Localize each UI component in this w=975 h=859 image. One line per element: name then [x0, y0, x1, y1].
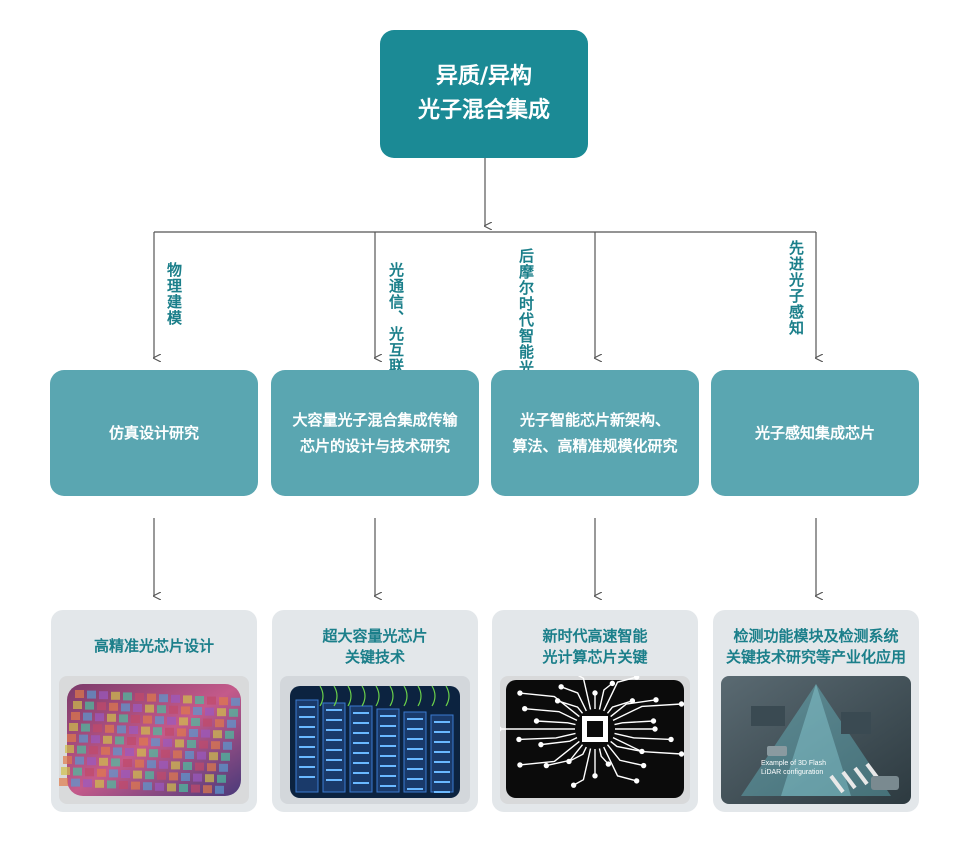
lidar-caption-line-1: Example of 3D Flash: [761, 760, 826, 767]
research-box-4-line-1: 光子感知集成芯片: [754, 424, 875, 442]
research-box-2-line-2: 芯片的设计与技术研究: [299, 437, 450, 455]
research-box-1: 仿真设计研究: [50, 370, 258, 496]
branch-label-2-col-1: 光通信、: [387, 262, 405, 326]
application-card-1: 高精准光芯片设计: [51, 610, 257, 812]
root-title-line-1: 异质/异构: [435, 64, 533, 89]
card-2-title-line-1: 超大容量光芯片: [322, 627, 428, 645]
data-center-server-image: [280, 676, 470, 804]
research-box-2: 大容量光子混合集成传输芯片的设计与技术研究: [271, 370, 479, 496]
card-4-title-line-2: 关键技术研究等产业化应用: [725, 648, 906, 666]
research-box-3-line-1: 光子智能芯片新架构、: [519, 411, 670, 429]
research-box-1-line-1: 仿真设计研究: [108, 424, 199, 442]
wafer-chip-image: [59, 676, 249, 804]
card-2-title: 超大容量光芯片 关键技术: [272, 626, 478, 668]
branch-label-4-col-1: 先进光子感知: [787, 240, 805, 336]
card-1-title: 高精准光芯片设计: [51, 636, 257, 657]
card-3-title: 新时代高速智能 光计算芯片关键: [492, 626, 698, 668]
card-4-title: 检测功能模块及检测系统 关键技术研究等产业化应用: [713, 626, 919, 668]
branch-label-1-col-1: 物理建模: [165, 262, 183, 326]
card-2-title-line-2: 关键技术: [344, 648, 405, 666]
branch-label-3-col-1: 后摩尔时代: [517, 248, 535, 328]
card-1-title-line-1: 高精准光芯片设计: [93, 637, 214, 655]
application-card-2: 超大容量光芯片 关键技术: [272, 610, 478, 812]
application-card-3: 新时代高速智能 光计算芯片关键: [492, 610, 698, 812]
branch-label-4: 先进光子感知: [786, 240, 806, 336]
card-3-title-line-1: 新时代高速智能: [542, 627, 648, 645]
research-box-2-line-1: 大容量光子混合集成传输: [292, 411, 458, 429]
lidar-caption-line-2: LiDAR configuration: [761, 769, 823, 776]
research-box-3-line-2: 算法、高精准规模化研究: [512, 437, 678, 455]
research-box-4: 光子感知集成芯片: [711, 370, 919, 496]
card-4-title-line-1: 检测功能模块及检测系统: [733, 627, 899, 645]
root-node: 异质/异构 光子混合集成: [380, 30, 588, 158]
card-3-title-line-2: 光计算芯片关键: [542, 648, 648, 666]
lidar-scene-image: Example of 3D Flash LiDAR configuration: [721, 676, 911, 804]
root-title-line-2: 光子混合集成: [417, 98, 550, 123]
application-card-4: 检测功能模块及检测系统 关键技术研究等产业化应用 Example of 3D F…: [713, 610, 919, 812]
circuit-chip-image: [500, 676, 690, 804]
branch-label-1: 物理建模: [164, 262, 184, 326]
research-box-3: 光子智能芯片新架构、算法、高精准规模化研究: [491, 370, 699, 496]
